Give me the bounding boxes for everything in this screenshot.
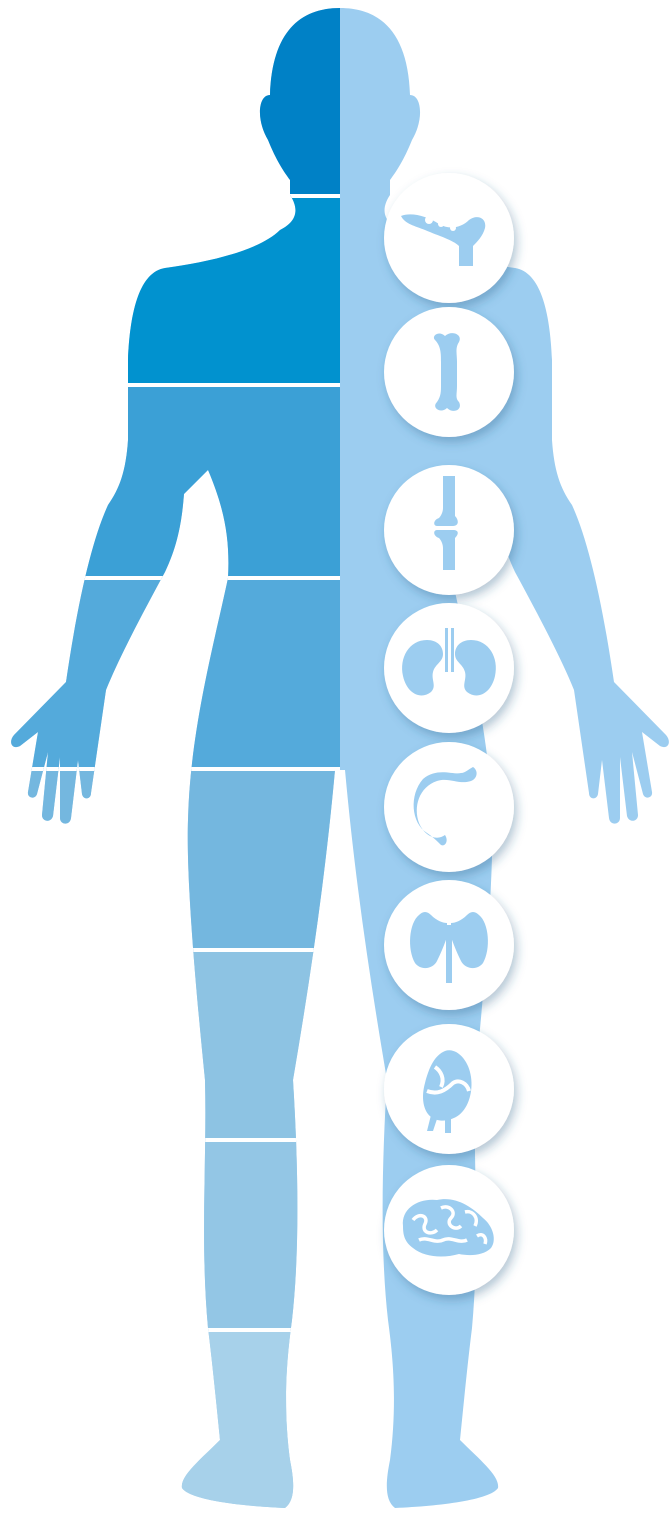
body-right-half (11, 8, 669, 1508)
foot-bone-icon (384, 173, 514, 303)
band-divider-line (0, 576, 340, 580)
kidneys-icon (384, 603, 514, 733)
joint-icon (384, 465, 514, 595)
band-feet (0, 1330, 340, 1513)
band-divider-line (0, 1328, 340, 1332)
thyroid-icon (384, 880, 514, 1010)
band-thighs (0, 769, 340, 950)
band-divider-line (0, 194, 340, 198)
band-divider-line (0, 767, 340, 771)
band-divider-line (0, 383, 340, 387)
band-head-neck (0, 0, 340, 196)
band-upper-abdomen (0, 385, 340, 578)
band-shins (0, 1140, 340, 1330)
brain-icon (384, 1165, 514, 1295)
band-pelvis-hands (0, 578, 340, 769)
heart-icon (384, 1024, 514, 1154)
stomach-icon (384, 742, 514, 872)
band-knees (0, 950, 340, 1140)
band-divider-line (0, 948, 340, 952)
band-divider-line (0, 1138, 340, 1142)
body-left-bands (0, 0, 340, 1513)
band-shoulders-chest (0, 196, 340, 385)
long-bone-icon (384, 307, 514, 437)
